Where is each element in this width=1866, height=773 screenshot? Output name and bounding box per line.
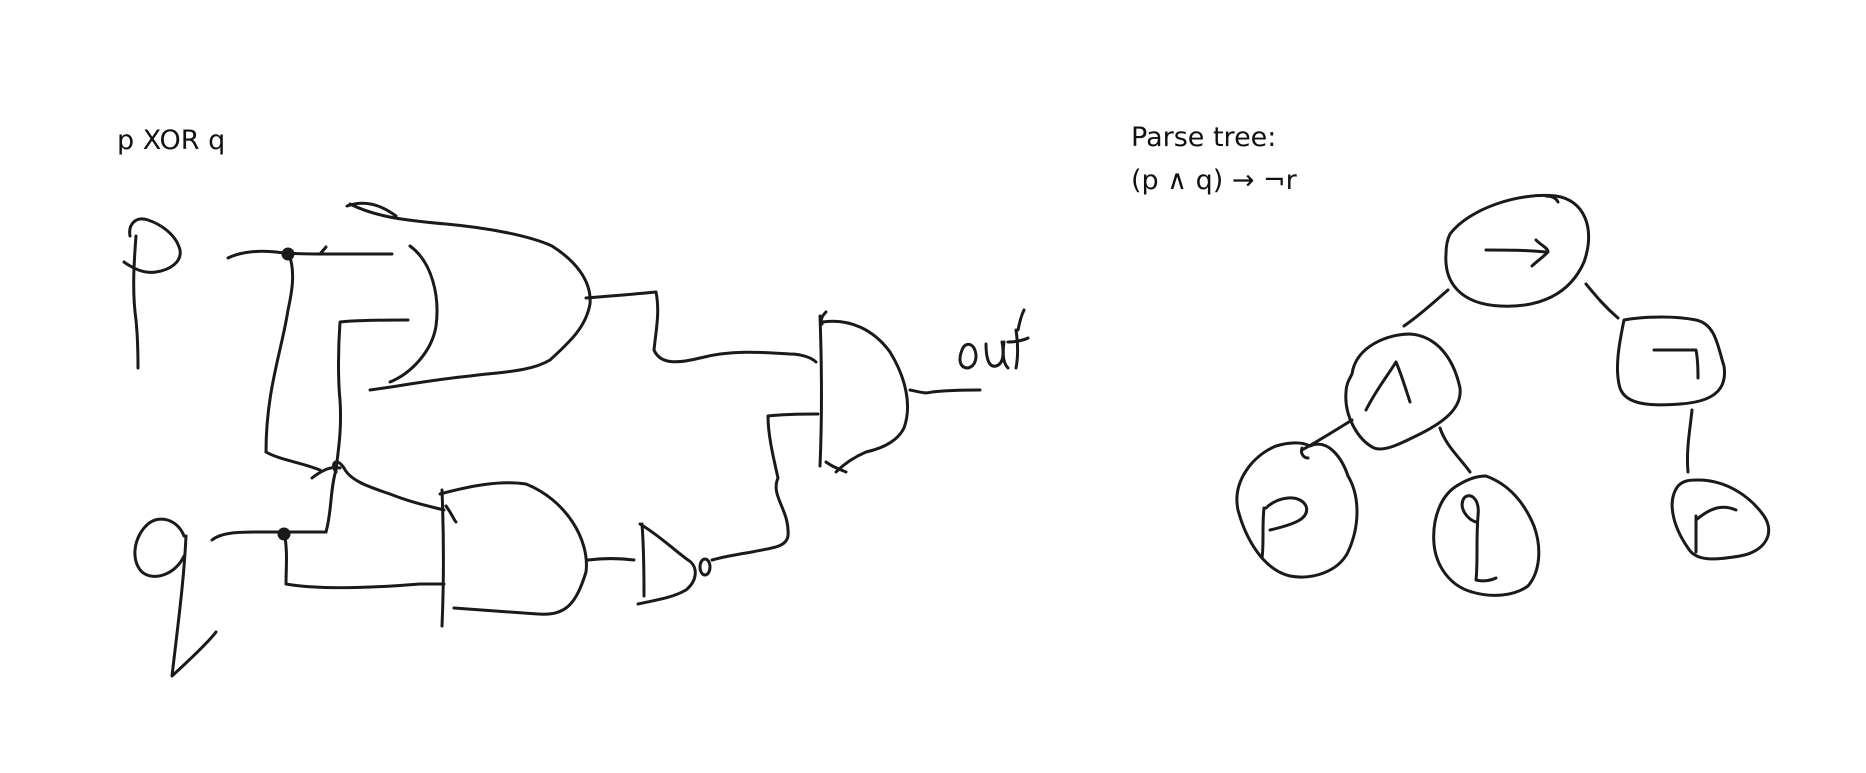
circuit-title: p XOR q [117, 125, 226, 156]
wire-q [210, 318, 446, 590]
output-label-glyph [958, 308, 1030, 370]
or-gate [345, 201, 592, 392]
wire-crossover [310, 460, 446, 512]
tree-node-p [1235, 441, 1359, 579]
input-p-glyph [122, 217, 182, 370]
parse-tree-formula: (p ∧ q) → ¬r [1131, 165, 1297, 196]
and-gate-lower [438, 481, 588, 628]
tree-edge [1438, 426, 1472, 474]
logic-circuit [122, 201, 1030, 678]
tree-edge [1584, 282, 1620, 320]
input-q-glyph [133, 517, 218, 678]
tree-node-not [1615, 315, 1727, 407]
tree-edge [1402, 288, 1450, 328]
parse-tree-title: Parse tree: [1131, 122, 1277, 153]
wire-or-output [584, 290, 818, 364]
parse-tree [1235, 193, 1771, 597]
tree-edge [1686, 408, 1694, 474]
tree-node-implies [1444, 193, 1591, 308]
and-gate-output [818, 310, 910, 474]
junction-dot [277, 527, 291, 541]
wire-p [226, 245, 394, 472]
wire-out [908, 388, 982, 395]
tree-node-and [1344, 332, 1462, 451]
not-bubble [698, 557, 712, 577]
not-gate [586, 412, 820, 606]
tree-node-q [1432, 474, 1541, 597]
junction-dot [281, 247, 295, 261]
tree-edge [1300, 418, 1354, 452]
tree-node-r [1670, 478, 1771, 561]
